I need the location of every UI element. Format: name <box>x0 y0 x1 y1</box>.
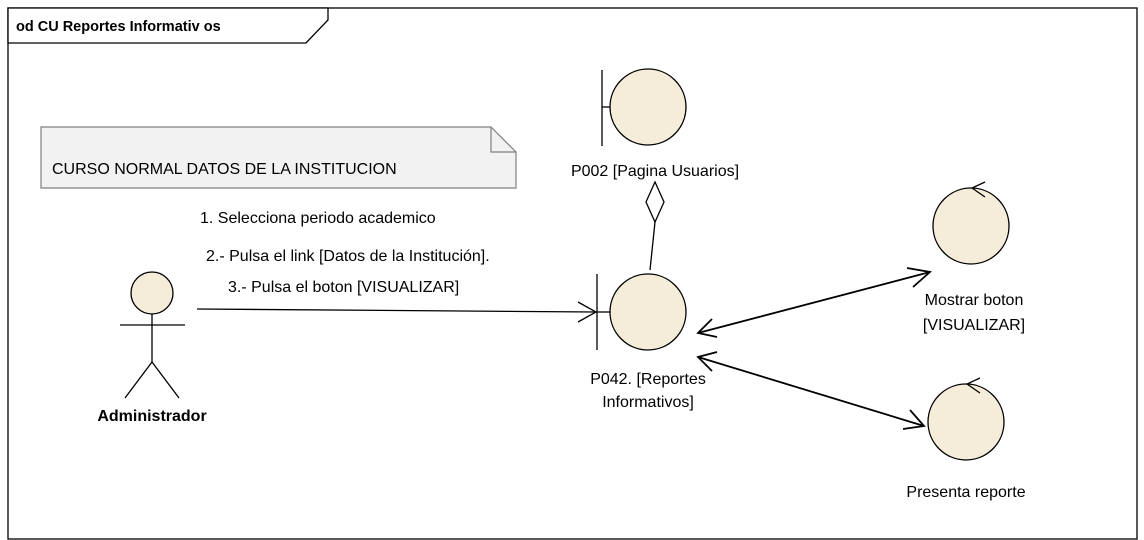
p042-mostrar-association <box>696 267 933 338</box>
control-presenta-label: Presenta reporte <box>906 484 1025 501</box>
message-1: 1. Selecciona periodo academico <box>200 210 436 227</box>
p042-mostrar-arrowhead-left <box>696 318 718 338</box>
control-mostrar-label-line1: Mostrar boton <box>925 292 1024 309</box>
actor-administrador[interactable]: Administrador <box>97 271 207 425</box>
boundary-p042-label-line1: P042. [Reportes <box>590 371 706 388</box>
boundary-p042[interactable]: P042. [Reportes Informativos] <box>590 273 706 411</box>
control-presenta-arrowhead <box>965 377 981 394</box>
p042-mostrar-line <box>697 271 931 334</box>
p042-mostrar-arrowhead-right <box>906 267 933 288</box>
note-fold <box>490 127 516 153</box>
message-3: 3.- Pulsa el boton [VISUALIZAR] <box>228 279 459 296</box>
actor-leg-right <box>151 361 180 399</box>
p042-presenta-association <box>696 351 926 430</box>
control-mostrar-arrowhead <box>970 181 986 198</box>
note-body <box>40 126 517 189</box>
actor-head <box>130 271 174 315</box>
control-mostrar-circle <box>932 187 1010 265</box>
control-mostrar-boton[interactable]: Mostrar boton [VISUALIZAR] <box>923 181 1025 334</box>
boundary-p002[interactable]: P002 [Pagina Usuarios] <box>571 68 739 180</box>
note-text: CURSO NORMAL DATOS DE LA INSTITUCION <box>52 161 397 178</box>
boundary-p002-circle <box>609 68 687 146</box>
actor-to-p042-line <box>196 308 597 313</box>
control-presenta-reporte[interactable]: Presenta reporte <box>906 377 1026 501</box>
message-2: 2.- Pulsa el link [Datos de la Instituci… <box>206 248 490 265</box>
actor-leg-left <box>124 361 153 399</box>
control-mostrar-label-line2: [VISUALIZAR] <box>923 317 1025 334</box>
boundary-p042-label-line2: Informativos] <box>602 394 694 411</box>
actor-name: Administrador <box>97 408 206 425</box>
actor-to-p042-arrowhead <box>577 301 598 323</box>
control-presenta-circle <box>927 383 1005 461</box>
p042-presenta-arrowhead-right <box>902 409 926 430</box>
note[interactable]: CURSO NORMAL DATOS DE LA INSTITUCION <box>40 126 517 189</box>
actor-to-p042-arrow <box>196 301 598 323</box>
frame-title-tab <box>7 7 329 44</box>
p042-presenta-line <box>697 356 925 427</box>
p042-presenta-arrowhead-left <box>696 351 718 372</box>
frame-title: od CU Reportes Informativ os <box>16 19 221 35</box>
boundary-p042-circle <box>609 273 687 351</box>
aggregation-line <box>649 221 656 271</box>
boundary-p002-label: P002 [Pagina Usuarios] <box>571 163 739 180</box>
